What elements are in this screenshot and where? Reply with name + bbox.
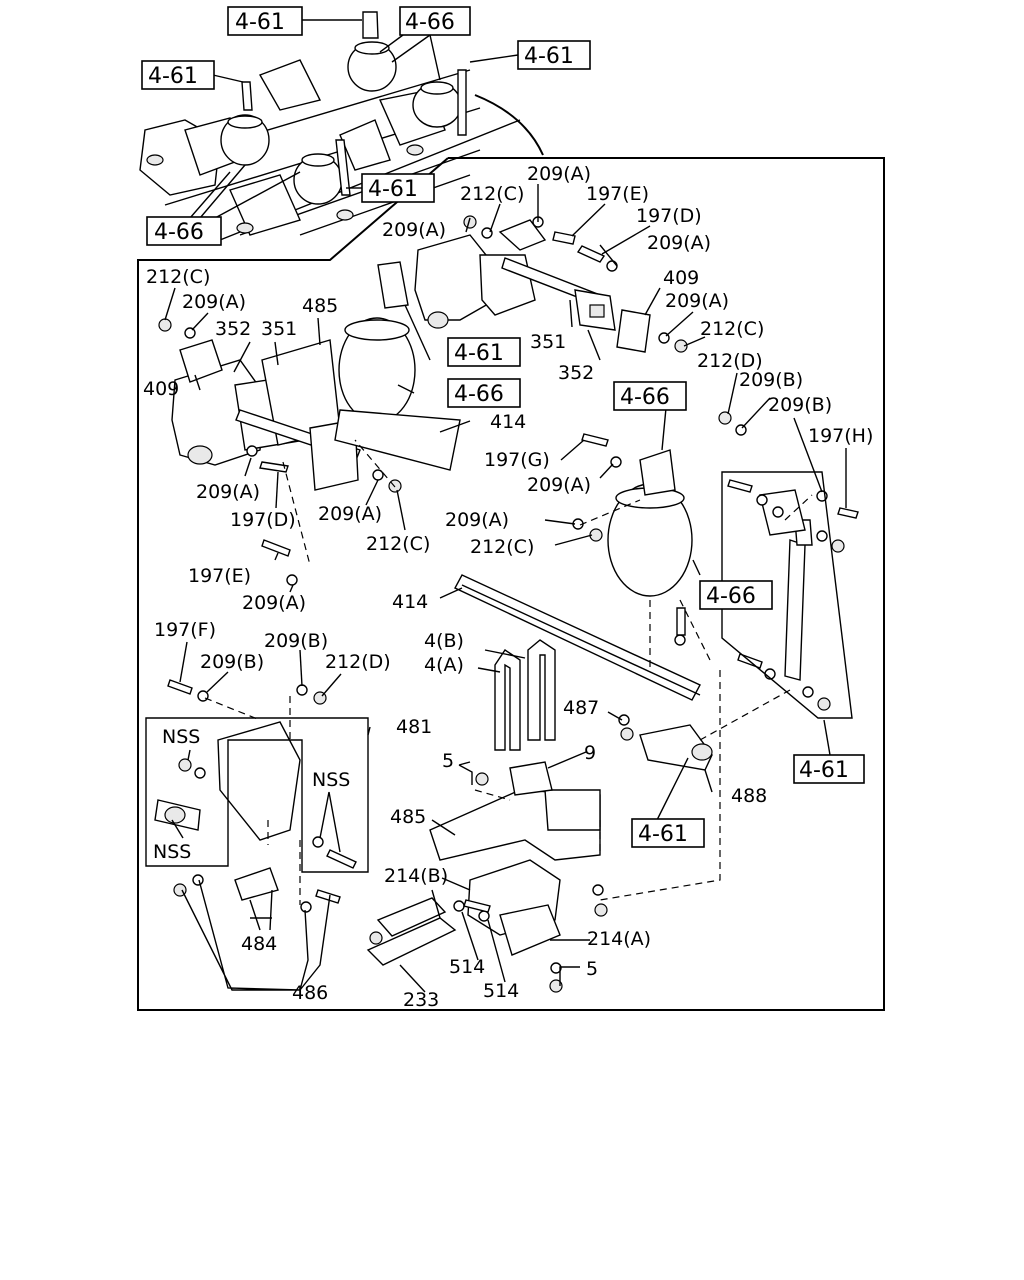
ref-box [227, 6, 303, 36]
detail-frame [137, 157, 885, 1011]
ref-box [699, 580, 773, 610]
part-label: 514 [449, 956, 485, 978]
ref-box [517, 40, 591, 70]
ref-label: 4-61 [799, 758, 849, 783]
part-label: 9 [584, 742, 596, 764]
ref-box [447, 378, 521, 408]
ref-box [361, 173, 435, 203]
part-label: 197(E) [188, 565, 251, 587]
part-label: 212(C) [146, 266, 210, 288]
part-label: 209(A) [527, 163, 591, 185]
part-label: 212(C) [470, 536, 534, 558]
part-label: 351 [261, 318, 297, 340]
part-label: 214(A) [587, 928, 651, 950]
ref-box [793, 754, 865, 784]
ref-box [399, 6, 471, 36]
part-label: 409 [143, 378, 179, 400]
part-label: 212(C) [700, 318, 764, 340]
part-label: 351 [530, 331, 566, 353]
ref-box [447, 337, 521, 367]
ref-label: 4-61 [368, 177, 418, 202]
ref-box [631, 818, 705, 848]
reference-boxes [141, 6, 865, 848]
part-label: NSS [312, 769, 350, 791]
ref-label: 4-66 [154, 220, 204, 245]
part-label: 209(A) [647, 232, 711, 254]
ref-label: 4-61 [638, 822, 688, 847]
part-label: 209(A) [382, 219, 446, 241]
leader-lines [164, 184, 847, 993]
part-label: 197(F) [154, 619, 216, 641]
part-label: 209(A) [182, 291, 246, 313]
part-label: 209(B) [739, 369, 803, 391]
part-label: 197(D) [636, 205, 702, 227]
ref-label: 4-61 [235, 10, 285, 35]
part-labels: 209(A) 212(C) 197(E) 197(D) 209(A) 209(A… [143, 163, 873, 1011]
part-label: 4(B) [424, 630, 464, 652]
part-label: 481 [396, 716, 432, 738]
part-label: 209(A) [445, 509, 509, 531]
part-label: 209(B) [768, 394, 832, 416]
part-label: 488 [731, 785, 767, 807]
part-label: 5 [442, 750, 454, 772]
part-label: 5 [586, 958, 598, 980]
part-label: 197(H) [808, 425, 873, 447]
part-label: 197(D) [230, 509, 296, 531]
shock-group-outline [721, 471, 853, 719]
part-label: 212(D) [325, 651, 391, 673]
part-label: 197(G) [484, 449, 550, 471]
part-label: NSS [162, 726, 200, 748]
part-label: 209(A) [665, 290, 729, 312]
ref-label: 4-66 [454, 382, 504, 407]
ref-label: 4-66 [405, 10, 455, 35]
part-label: 414 [392, 591, 428, 613]
part-label: 209(A) [527, 474, 591, 496]
part-label: 485 [390, 806, 426, 828]
ref-box [613, 381, 687, 411]
ref-label: 4-61 [454, 341, 504, 366]
ref-label: 4-61 [524, 44, 574, 69]
part-label: 487 [563, 697, 599, 719]
part-label: 209(A) [242, 592, 306, 614]
part-label: 514 [483, 980, 519, 1002]
alignment-lines [204, 439, 813, 905]
part-label: 214(B) [384, 865, 448, 887]
detail-parts [154, 215, 859, 993]
part-label: 409 [663, 267, 699, 289]
ref-label: 4-66 [706, 584, 756, 609]
part-label: 414 [490, 411, 526, 433]
part-label: 486 [292, 982, 328, 1004]
part-label: 212(C) [366, 533, 430, 555]
part-label: 352 [215, 318, 251, 340]
part-label: 485 [302, 295, 338, 317]
ref-label: 4-66 [620, 385, 670, 410]
nss-group-outline [145, 717, 369, 873]
part-label: 209(A) [196, 481, 260, 503]
part-label: 209(B) [200, 651, 264, 673]
ref-box [141, 60, 215, 90]
part-label: NSS [153, 841, 191, 863]
part-label: 212(D) [697, 350, 763, 372]
part-label: 212(C) [460, 183, 524, 205]
reference-labels: 4-61 4-66 4-61 4-61 4-61 4-66 4-61 4-66 … [148, 10, 849, 847]
part-label: 197(E) [586, 183, 649, 205]
part-label: 4(A) [424, 654, 464, 676]
ref-label: 4-61 [148, 64, 198, 89]
overview-assembly [139, 11, 544, 241]
overview-leaders [189, 19, 519, 219]
part-label: 209(A) [318, 503, 382, 525]
part-label: 233 [403, 989, 439, 1011]
part-label: 209(B) [264, 630, 328, 652]
part-label: 352 [558, 362, 594, 384]
part-label: 484 [241, 933, 277, 955]
ref-box [146, 216, 222, 246]
